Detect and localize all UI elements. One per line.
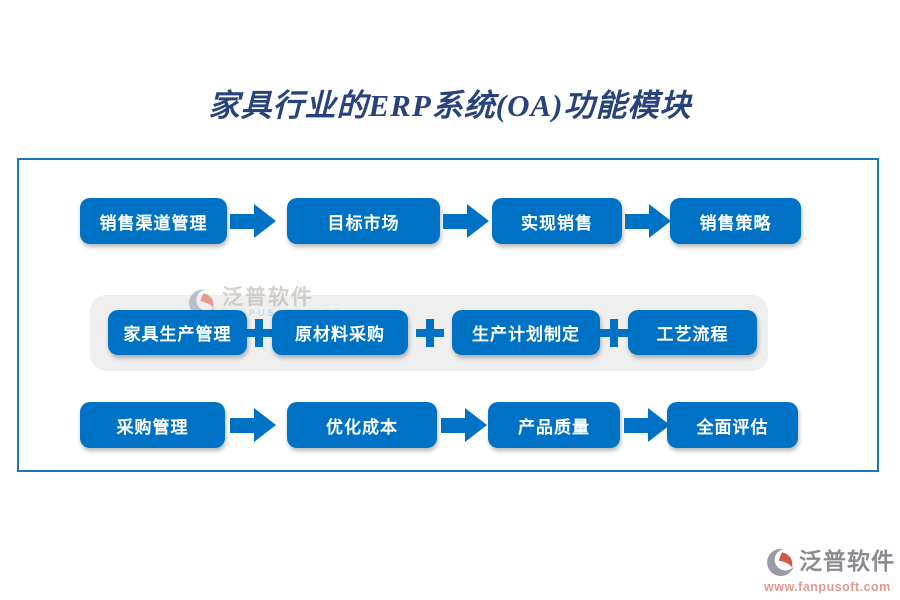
arrow-right-icon: [625, 204, 671, 238]
plus-icon: [245, 319, 273, 347]
module-box-raw-material-procurement: 原材料采购: [272, 310, 408, 355]
arrow-right-icon: [443, 204, 489, 238]
arrow-right-icon: [230, 204, 276, 238]
sales-flow-row: 销售渠道管理 目标市场 实现销售 销售策略: [0, 198, 900, 244]
footer-brand-name: 泛普软件: [799, 549, 895, 574]
module-box-cost-optimization: 优化成本: [287, 402, 437, 448]
module-box-sales-strategy: 销售策略: [670, 198, 801, 244]
module-box-procurement-management: 采购管理: [80, 402, 225, 448]
module-box-furniture-production-management: 家具生产管理: [108, 310, 247, 355]
arrow-right-icon: [441, 408, 487, 442]
module-box-product-quality: 产品质量: [488, 402, 620, 448]
fanpu-logo-icon: [767, 548, 794, 576]
plus-icon: [600, 319, 628, 347]
arrow-right-icon: [624, 408, 670, 442]
footer-brand-url: www.fanpusoft.com: [764, 580, 891, 594]
page-title: 家具行业的ERP系统(OA)功能模块: [208, 88, 692, 123]
module-box-sales-channel-management: 销售渠道管理: [80, 198, 227, 244]
module-box-comprehensive-evaluation: 全面评估: [667, 402, 798, 448]
module-box-process-flow: 工艺流程: [628, 310, 757, 355]
diagram-border-frame: [17, 158, 879, 472]
module-box-production-planning: 生产计划制定: [452, 310, 600, 355]
arrow-right-icon: [230, 408, 276, 442]
module-box-achieve-sales: 实现销售: [492, 198, 622, 244]
module-box-target-market: 目标市场: [287, 198, 440, 244]
production-flow-row: 家具生产管理 原材料采购 生产计划制定 工艺流程: [0, 310, 900, 356]
plus-icon: [416, 319, 444, 347]
footer-brand-logo: 泛普软件 www.fanpusoft.com: [764, 545, 895, 594]
procurement-flow-row: 采购管理 优化成本 产品质量 全面评估: [0, 402, 900, 448]
